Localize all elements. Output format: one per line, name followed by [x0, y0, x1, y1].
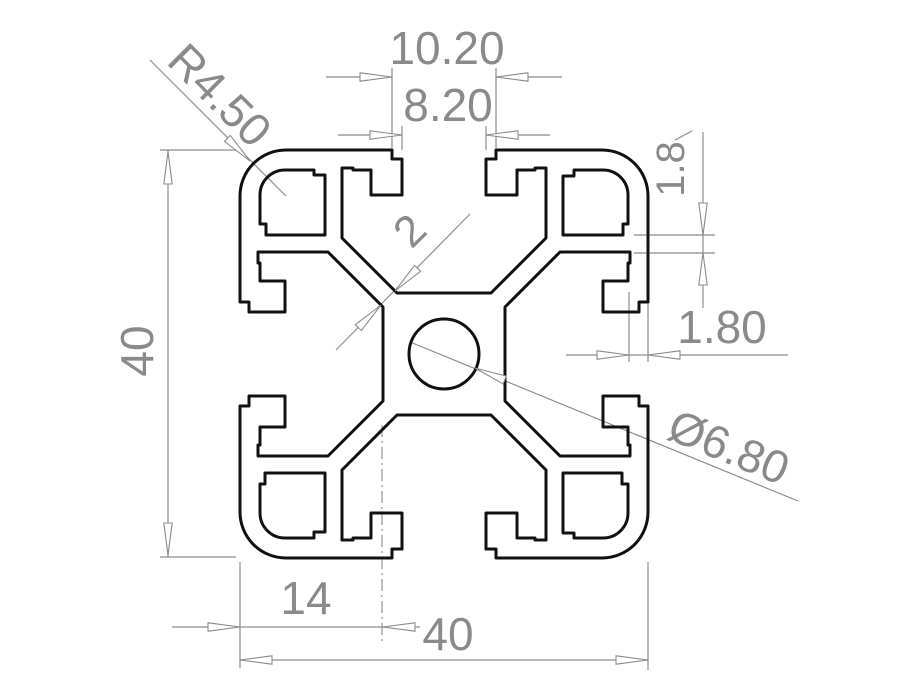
dim-text-corner-radius: R4.50 — [158, 33, 282, 157]
dim-text-slot-face-width: 10.20 — [389, 22, 504, 74]
dim-arrowhead-5 — [394, 264, 422, 292]
dim-text-slot-opening: 8.20 — [403, 79, 493, 131]
dim-text-profile-width: 40 — [422, 608, 473, 660]
dim-text-slot-center-offset: 14 — [280, 572, 331, 624]
dim-arrowhead-1 — [495, 72, 529, 82]
dim-text-profile-height: 40 — [111, 325, 163, 376]
dim-arrowhead-3 — [485, 130, 519, 140]
dim-text-corner-rib-thickness: 1.8 — [649, 141, 693, 197]
corner-cavity-top-left — [258, 168, 327, 237]
dim-arrowhead-16 — [647, 350, 681, 360]
dim-arrowhead-0 — [359, 72, 393, 82]
corner-cavity-bottom-right — [561, 471, 630, 540]
dim-arrowhead-17 — [474, 367, 507, 385]
dimension-labels: 10.20 8.20 R4.50 2 40 14 40 1.8 1.80 Ø6.… — [111, 22, 797, 660]
dim-arrowhead-2 — [369, 130, 403, 140]
dim-arrowhead-9 — [207, 622, 241, 632]
dim-arrowhead-15 — [596, 350, 630, 360]
dimension-line-24 — [674, 130, 693, 141]
dim-text-web-thickness: 2 — [384, 205, 436, 257]
dim-arrowhead-4 — [223, 134, 251, 162]
dim-arrowhead-7 — [163, 151, 173, 185]
dim-arrowhead-12 — [615, 655, 649, 665]
dimension-line-8 — [149, 59, 287, 197]
corner-cavity-top-right — [561, 168, 630, 237]
dim-arrowhead-11 — [239, 655, 273, 665]
dim-arrowhead-8 — [163, 522, 173, 556]
corner-cavity-bottom-left — [258, 471, 327, 540]
dim-arrowhead-10 — [382, 622, 416, 632]
dim-arrowhead-14 — [698, 252, 708, 286]
dim-arrowhead-13 — [698, 202, 708, 236]
profile-outline — [238, 148, 650, 560]
center-bore-circle — [407, 317, 481, 391]
dim-text-center-bore-diameter: Ø6.80 — [661, 399, 797, 495]
drawing-geometry — [149, 59, 799, 670]
dim-text-wall-thickness: 1.80 — [677, 301, 767, 353]
dim-arrowhead-6 — [354, 304, 382, 332]
